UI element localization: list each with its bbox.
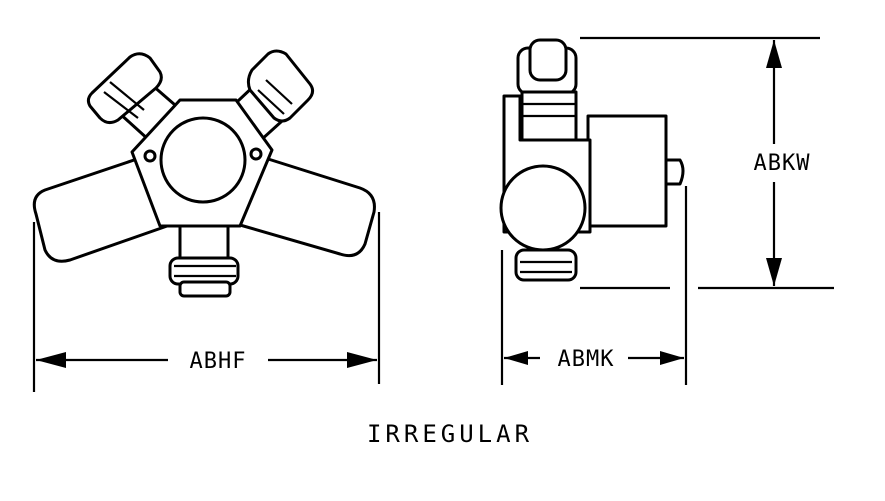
abhf-arrow-left [36, 352, 66, 368]
bottom-fitting [168, 220, 240, 298]
abkw-arrow-bottom [766, 258, 782, 286]
side-bottom-nut [514, 248, 578, 282]
abmk-arrow-left [504, 351, 528, 365]
side-plate [586, 114, 668, 228]
side-nipple [664, 158, 685, 186]
side-round-cap [499, 164, 587, 252]
central-bore [159, 116, 247, 204]
left-arm [32, 156, 172, 263]
abhf-arrow-right [347, 352, 377, 368]
abhf-label: ABHF [190, 349, 247, 374]
right-arm [238, 156, 376, 258]
right-screw-hole [249, 147, 263, 161]
pentagon-body [130, 98, 274, 228]
abmk-arrow-right [660, 351, 684, 365]
front-view: ABHF [32, 49, 381, 392]
abkw-arrow-top [766, 40, 782, 68]
left-screw-hole [143, 149, 157, 163]
abmk-label: ABMK [558, 347, 615, 372]
shape-caption: IRREGULAR [367, 420, 533, 448]
side-view: ABMK ABKW [499, 36, 834, 385]
side-top-fitting [516, 38, 578, 142]
abkw-label: ABKW [754, 151, 811, 176]
